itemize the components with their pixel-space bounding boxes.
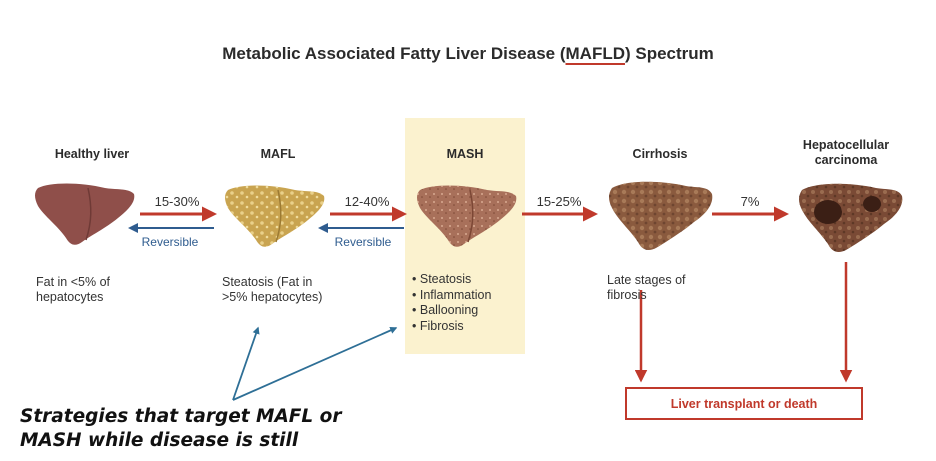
mafl-liver-illustration <box>225 185 325 247</box>
diagram-title: Metabolic Associated Fatty Liver Disease… <box>222 44 714 63</box>
reversible-label-1: Reversible <box>141 235 199 249</box>
mash-feature-list: Steatosis Inflammation Ballooning Fibros… <box>412 272 492 335</box>
stage-name-hcc: Hepatocellular carcinoma <box>802 138 890 167</box>
mash-feature: Ballooning <box>412 303 491 319</box>
reversible-label-2: Reversible <box>334 235 392 249</box>
desc-cirrhosis: Late stages of fibrosis <box>607 273 686 302</box>
stage-name-mash: MASH <box>446 147 484 161</box>
tumor-mass-2 <box>863 196 881 212</box>
pct-cirrhosis-to-hcc: 7% <box>740 194 760 209</box>
healthy-liver-illustration <box>35 183 135 245</box>
strategy-caption: Strategies that target MAFL or MASH whil… <box>20 406 342 451</box>
mash-feature: Inflammation <box>412 288 492 304</box>
desc-mafl: Steatosis (Fat in >5% hepatocytes) <box>222 275 323 304</box>
outcome-box: Liver transplant or death <box>625 387 863 420</box>
mash-feature: Steatosis <box>412 272 491 288</box>
desc-healthy: Fat in <5% of hepatocytes <box>36 275 110 304</box>
title-acronym: MAFLD <box>565 44 625 63</box>
pct-healthy-to-mafl: 15-30% <box>154 194 200 209</box>
mash-feature: Fibrosis <box>412 319 491 335</box>
stage-name-cirrhosis: Cirrhosis <box>632 147 688 161</box>
pct-mafl-to-mash: 12-40% <box>344 194 390 209</box>
mash-liver-illustration <box>417 185 517 247</box>
stage-name-healthy: Healthy liver <box>54 147 130 161</box>
stage-name-mafl: MAFL <box>260 147 296 161</box>
pct-mash-to-cirrhosis: 15-25% <box>536 194 582 209</box>
cirrhosis-liver-illustration <box>609 181 713 250</box>
strategy-arrow-to-mafl <box>232 326 260 401</box>
strategy-arrow-to-mash <box>232 327 398 401</box>
hcc-liver-illustration <box>799 183 903 252</box>
tumor-mass-1 <box>814 200 842 224</box>
